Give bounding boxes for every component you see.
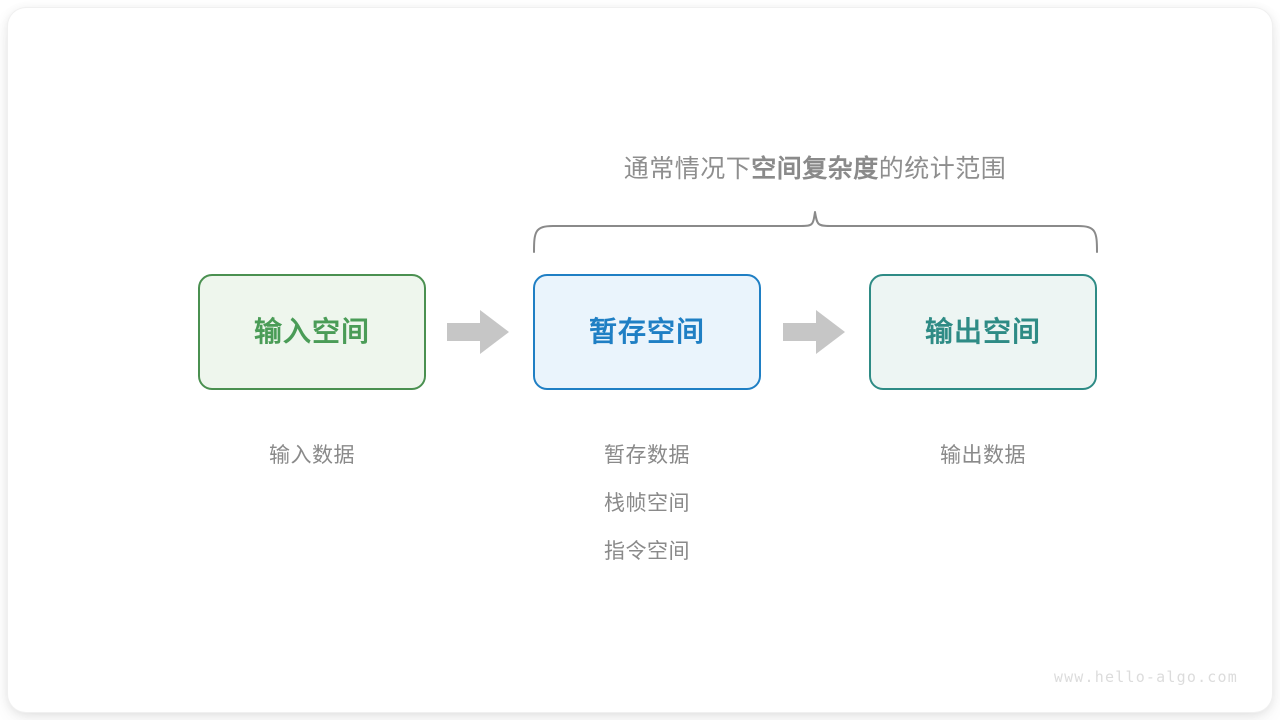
box-temp-space[interactable]: 暂存空间 (533, 274, 761, 390)
caption-output-data: 输出数据 (940, 444, 1026, 467)
caption-column-input: 输入数据 (198, 432, 426, 480)
diagram-card: 通常情况下空间复杂度的统计范围 输入空间 暂存空间 输出空间 输入数据 (8, 8, 1272, 712)
curly-brace-icon (533, 211, 1098, 253)
caption-column-temp: 暂存数据 栈帧空间 指令空间 (533, 432, 761, 576)
watermark: www.hello-algo.com (1053, 668, 1238, 686)
caption-stack-frame-space: 栈帧空间 (604, 492, 690, 515)
box-input-space-label: 输入空间 (253, 316, 370, 347)
scope-annotation-suffix: 的统计范围 (878, 155, 1007, 183)
scope-annotation-prefix: 通常情况下 (623, 155, 752, 183)
box-output-space[interactable]: 输出空间 (869, 274, 1097, 390)
box-input-space[interactable]: 输入空间 (198, 274, 426, 390)
caption-instruction-space: 指令空间 (604, 540, 690, 563)
arrow-right-icon (783, 310, 845, 354)
caption-temp-data: 暂存数据 (604, 444, 690, 467)
box-temp-space-label: 暂存空间 (588, 316, 705, 347)
caption-input-data: 输入数据 (269, 444, 355, 467)
arrow-right-icon (447, 310, 509, 354)
scope-annotation-emphasis: 空间复杂度 (751, 155, 879, 183)
scope-annotation: 通常情况下空间复杂度的统计范围 (624, 152, 1007, 186)
caption-column-output: 输出数据 (869, 432, 1097, 480)
box-output-space-label: 输出空间 (924, 316, 1041, 347)
